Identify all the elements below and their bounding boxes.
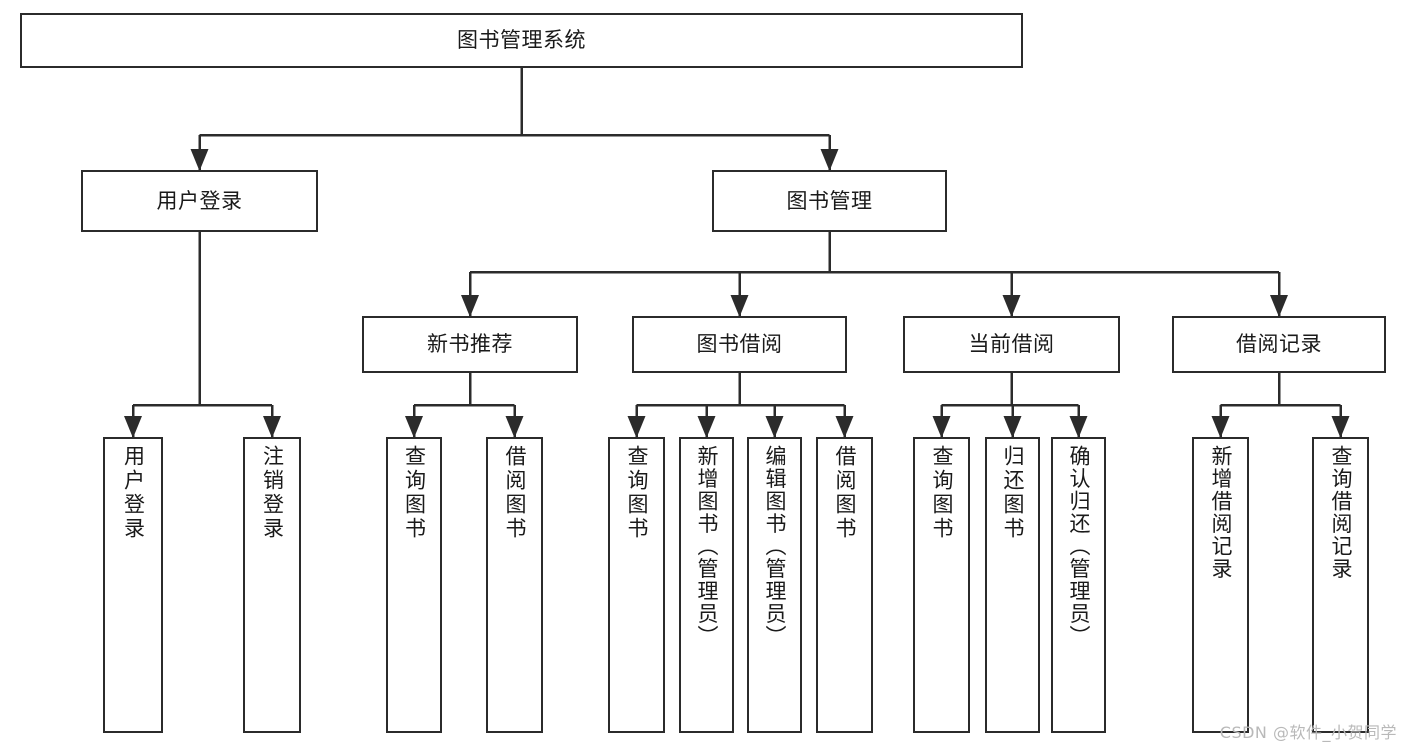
node-label-book-manage: 图书管理 — [786, 188, 873, 213]
node-label-leaf-query-record: 查询借阅记录 — [1329, 445, 1353, 580]
node-label-leaf-confirm-ret: 确认归还（管理员） — [1067, 445, 1091, 648]
node-label-book-borrow: 图书借阅 — [696, 332, 783, 357]
arrow-head-icon-leaf-query-book-3 — [932, 416, 951, 438]
arrow-head-icon-user-login — [190, 149, 209, 171]
arrow-head-icon-leaf-user-logout — [263, 416, 281, 438]
arrow-head-icon-borrow-record — [1270, 295, 1288, 317]
arrow-head-icon-leaf-borrow-book-2 — [835, 416, 854, 438]
node-label-leaf-query-book-3: 查询图书 — [930, 445, 954, 541]
node-label-root: 图书管理系统 — [457, 28, 586, 53]
node-label-current-borrow: 当前借阅 — [968, 332, 1055, 357]
node-leaf-edit-book[interactable]: 编辑图书（管理员） — [747, 437, 802, 733]
node-label-leaf-query-book-2: 查询图书 — [625, 445, 649, 541]
node-label-new-book-rec: 新书推荐 — [427, 332, 513, 357]
node-current-borrow[interactable]: 当前借阅 — [903, 316, 1120, 373]
arrow-head-icon-leaf-edit-book — [765, 416, 784, 438]
node-label-leaf-user-logout: 注销登录 — [260, 445, 285, 541]
arrow-head-icon-leaf-confirm-ret — [1069, 416, 1088, 438]
node-label-leaf-borrow-book-1: 借阅图书 — [503, 445, 527, 541]
arrow-head-icon-new-book-rec — [461, 295, 479, 317]
arrow-head-icon-leaf-query-book-1 — [405, 416, 423, 438]
node-leaf-add-record[interactable]: 新增借阅记录 — [1192, 437, 1249, 733]
node-label-leaf-add-record: 新增借阅记录 — [1209, 445, 1233, 580]
node-book-manage[interactable]: 图书管理 — [712, 170, 947, 232]
arrow-head-icon-leaf-add-record — [1211, 416, 1230, 438]
arrow-head-icon-leaf-user-login — [124, 416, 142, 438]
arrow-head-icon-leaf-query-book-2 — [627, 416, 646, 438]
node-label-leaf-user-login: 用户登录 — [121, 445, 146, 541]
node-label-leaf-return-book: 归还图书 — [1001, 445, 1025, 541]
node-leaf-query-book-1[interactable]: 查询图书 — [386, 437, 442, 733]
node-root[interactable]: 图书管理系统 — [20, 13, 1023, 68]
node-leaf-add-book[interactable]: 新增图书（管理员） — [679, 437, 734, 733]
arrow-head-icon-book-borrow — [730, 295, 749, 317]
node-leaf-confirm-ret[interactable]: 确认归还（管理员） — [1051, 437, 1106, 733]
node-label-user-login: 用户登录 — [156, 188, 243, 213]
node-label-leaf-edit-book: 编辑图书（管理员） — [763, 445, 787, 648]
node-label-leaf-borrow-book-2: 借阅图书 — [833, 445, 857, 541]
node-borrow-record[interactable]: 借阅记录 — [1172, 316, 1386, 373]
node-label-leaf-add-book: 新增图书（管理员） — [695, 445, 719, 648]
node-leaf-query-record[interactable]: 查询借阅记录 — [1312, 437, 1369, 733]
arrow-head-icon-leaf-add-book — [697, 416, 716, 438]
node-book-borrow[interactable]: 图书借阅 — [632, 316, 847, 373]
node-label-leaf-query-book-1: 查询图书 — [402, 445, 427, 541]
node-leaf-query-book-3[interactable]: 查询图书 — [913, 437, 970, 733]
node-leaf-user-login[interactable]: 用户登录 — [103, 437, 163, 733]
node-leaf-return-book[interactable]: 归还图书 — [985, 437, 1040, 733]
arrow-head-icon-current-borrow — [1002, 295, 1021, 317]
node-user-login[interactable]: 用户登录 — [81, 170, 318, 232]
node-leaf-query-book-2[interactable]: 查询图书 — [608, 437, 665, 733]
node-leaf-borrow-book-1[interactable]: 借阅图书 — [486, 437, 543, 733]
arrow-head-icon-leaf-borrow-book-1 — [505, 416, 524, 438]
node-leaf-borrow-book-2[interactable]: 借阅图书 — [816, 437, 873, 733]
arrow-head-icon-book-manage — [820, 149, 839, 171]
node-leaf-user-logout[interactable]: 注销登录 — [243, 437, 301, 733]
node-new-book-rec[interactable]: 新书推荐 — [362, 316, 578, 373]
arrow-head-icon-leaf-query-record — [1331, 416, 1350, 438]
arrow-head-icon-leaf-return-book — [1003, 416, 1022, 438]
node-label-borrow-record: 借阅记录 — [1236, 332, 1322, 357]
